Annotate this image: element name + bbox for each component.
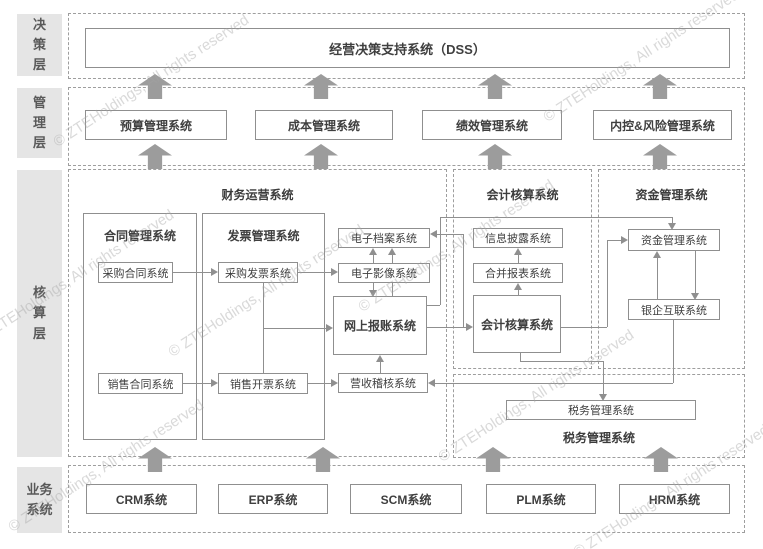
connector-line xyxy=(520,353,521,361)
connector-line xyxy=(607,240,608,327)
connector-line xyxy=(695,251,696,293)
connector-line xyxy=(435,383,673,384)
box-performance-system: 绩效管理系统 xyxy=(422,110,562,140)
arrowhead-icon xyxy=(691,293,699,300)
connector-line xyxy=(173,272,211,273)
box-e-archive: 电子档案系统 xyxy=(338,228,430,248)
connector-line xyxy=(373,283,374,291)
connector-line xyxy=(607,240,622,241)
arrowhead-icon xyxy=(388,248,396,255)
connector-line xyxy=(518,254,519,263)
box-consolidated-reports: 合并报表系统 xyxy=(473,263,563,283)
box-info-disclosure: 信息披露系统 xyxy=(473,228,563,248)
arrowhead-icon xyxy=(668,223,676,230)
arrowhead-icon xyxy=(653,251,661,258)
connector-line xyxy=(463,234,464,327)
business-layer-container xyxy=(68,465,745,533)
business-layer-label: 业务系统 xyxy=(17,467,62,533)
invoice-group-title: 发票管理系统 xyxy=(227,229,300,243)
connector-line xyxy=(603,361,604,394)
accounting-section-title: 会计核算系统 xyxy=(486,188,559,202)
box-online-reimbursement: 网上报账系统 xyxy=(333,296,427,355)
box-dss: 经营决策支持系统（DSS） xyxy=(85,28,730,68)
decision-layer-container xyxy=(68,13,745,79)
box-revenue-audit: 营收稽核系统 xyxy=(338,373,428,393)
connector-line xyxy=(440,217,441,305)
box-purchase-invoice: 采购发票系统 xyxy=(218,262,298,283)
connector-line xyxy=(183,383,211,384)
tax-section-title: 税务管理系统 xyxy=(562,431,635,445)
connector-line xyxy=(263,328,326,329)
group-contract-management: 合同管理系统 xyxy=(83,213,197,440)
connector-line xyxy=(373,253,374,263)
connector-line xyxy=(392,253,393,263)
management-layer-label: 管理层 xyxy=(17,88,62,158)
box-plm: PLM系统 xyxy=(486,484,596,514)
connector-line xyxy=(440,217,672,218)
arrowhead-icon xyxy=(428,379,435,387)
treasury-section-title: 资金管理系统 xyxy=(635,188,708,202)
box-risk-control-system: 内控&风险管理系统 xyxy=(593,110,732,140)
connector-line xyxy=(380,361,381,373)
arrowhead-icon xyxy=(514,283,522,290)
contract-group-title: 合同管理系统 xyxy=(103,229,176,243)
connector-line xyxy=(298,272,331,273)
arrowhead-icon xyxy=(331,268,338,276)
box-budget-system: 预算管理系统 xyxy=(85,110,227,140)
box-sales-contract: 销售合同系统 xyxy=(98,373,183,394)
accounting-layer-label: 核算层 xyxy=(17,170,62,457)
box-crm: CRM系统 xyxy=(86,484,197,514)
box-accounting-core: 会计核算系统 xyxy=(473,295,561,353)
box-purchase-contract: 采购合同系统 xyxy=(98,262,173,283)
arrowhead-icon xyxy=(599,394,607,401)
treasury-section-container xyxy=(598,169,745,369)
tax-section-container xyxy=(453,374,745,458)
arrowhead-icon xyxy=(211,268,218,276)
management-layer-container xyxy=(68,87,745,166)
arrowhead-icon xyxy=(514,248,522,255)
box-fund-management: 资金管理系统 xyxy=(628,229,720,251)
box-erp: ERP系统 xyxy=(218,484,328,514)
finance-ops-section-title: 财务运营系统 xyxy=(221,188,294,202)
connector-line xyxy=(437,234,463,235)
connector-line xyxy=(657,257,658,299)
arrowhead-icon xyxy=(430,230,437,238)
connector-line xyxy=(392,283,393,296)
box-hrm: HRM系统 xyxy=(619,484,730,514)
connector-line xyxy=(427,327,466,328)
accounting-section-container xyxy=(453,169,592,369)
box-cost-system: 成本管理系统 xyxy=(255,110,393,140)
connector-line xyxy=(427,305,440,306)
box-e-imaging: 电子影像系统 xyxy=(338,263,430,283)
arrowhead-icon xyxy=(326,324,333,332)
group-invoice-management: 发票管理系统 xyxy=(202,213,325,440)
arrowhead-icon xyxy=(376,355,384,362)
connector-line xyxy=(518,289,519,295)
connector-line xyxy=(561,327,607,328)
arrowhead-icon xyxy=(466,323,473,331)
box-bank-enterprise-link: 银企互联系统 xyxy=(628,299,720,320)
decision-layer-label: 决策层 xyxy=(17,14,62,76)
arrowhead-icon xyxy=(621,236,628,244)
connector-line xyxy=(672,217,673,224)
connector-line xyxy=(520,361,603,362)
connector-line xyxy=(308,383,331,384)
box-scm: SCM系统 xyxy=(350,484,462,514)
connector-line xyxy=(673,320,674,383)
box-sales-invoicing: 销售开票系统 xyxy=(218,373,308,394)
arrowhead-icon xyxy=(211,379,218,387)
arrowhead-icon xyxy=(369,248,377,255)
finance-ops-section-container xyxy=(68,169,447,457)
arrowhead-icon xyxy=(369,290,377,297)
arrowhead-icon xyxy=(331,379,338,387)
box-tax-management: 税务管理系统 xyxy=(506,400,696,420)
